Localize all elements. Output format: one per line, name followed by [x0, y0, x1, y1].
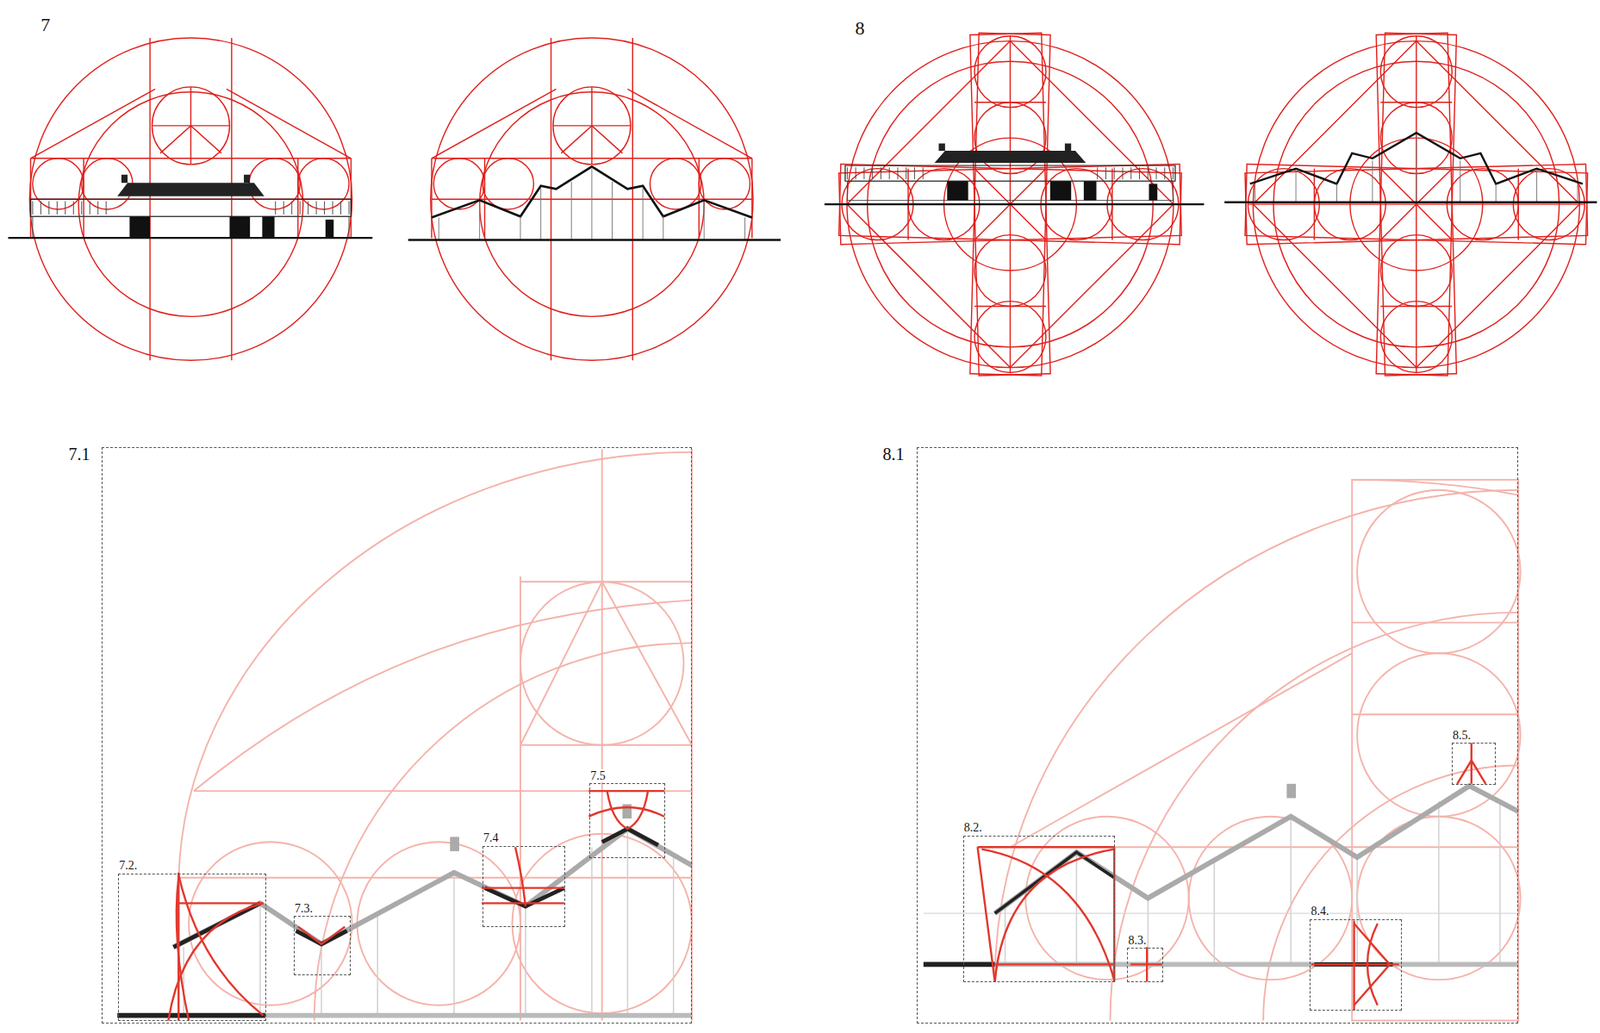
figure-number: 7 — [40, 14, 50, 36]
detail-8-1-highlights — [977, 742, 1487, 1010]
figure-number: 8.3. — [1126, 933, 1147, 947]
detail-frame: 8.2. — [963, 835, 1115, 984]
figure-number: 8.5. — [1451, 728, 1472, 742]
detail-frame: 7.5 — [589, 783, 666, 858]
detail-frame: 7.2. — [118, 873, 267, 1022]
figure-number: 8.1 — [882, 444, 906, 464]
figure-number: 8.2. — [963, 821, 984, 835]
figure-number: 8 — [854, 18, 865, 39]
detail-frame: 8.4. — [1309, 919, 1402, 1012]
figure-number: 7.1 — [67, 444, 91, 464]
detail-7-1-building — [117, 803, 692, 1015]
detail-frame: 7.4 — [482, 846, 566, 928]
figure-7-elevation — [7, 37, 373, 361]
figure-number: 8.4. — [1309, 904, 1330, 918]
detail-7-1-geometry — [178, 448, 692, 1021]
figure-7-section — [408, 37, 781, 361]
detail-frame: 7.3. — [293, 915, 351, 976]
enlargement-frame: 7.17.2.7.3.7.47.5 — [101, 447, 692, 1024]
enlargement-frame: 8.18.2.8.3.8.4.8.5. — [916, 447, 1520, 1024]
figure-8-elevation — [824, 32, 1205, 376]
detail-frame: 8.3. — [1126, 947, 1163, 983]
figure-number: 7.3. — [293, 902, 314, 916]
detail-frame: 8.5. — [1451, 742, 1496, 785]
figure-number: 7.5 — [589, 769, 607, 783]
detail-8-1-building — [923, 784, 1519, 965]
figure-number: 7.4 — [482, 831, 500, 845]
figure-8-section — [1224, 32, 1597, 376]
figure-number: 7.2. — [118, 859, 138, 872]
detail-8-1-geometry — [995, 479, 1521, 1022]
